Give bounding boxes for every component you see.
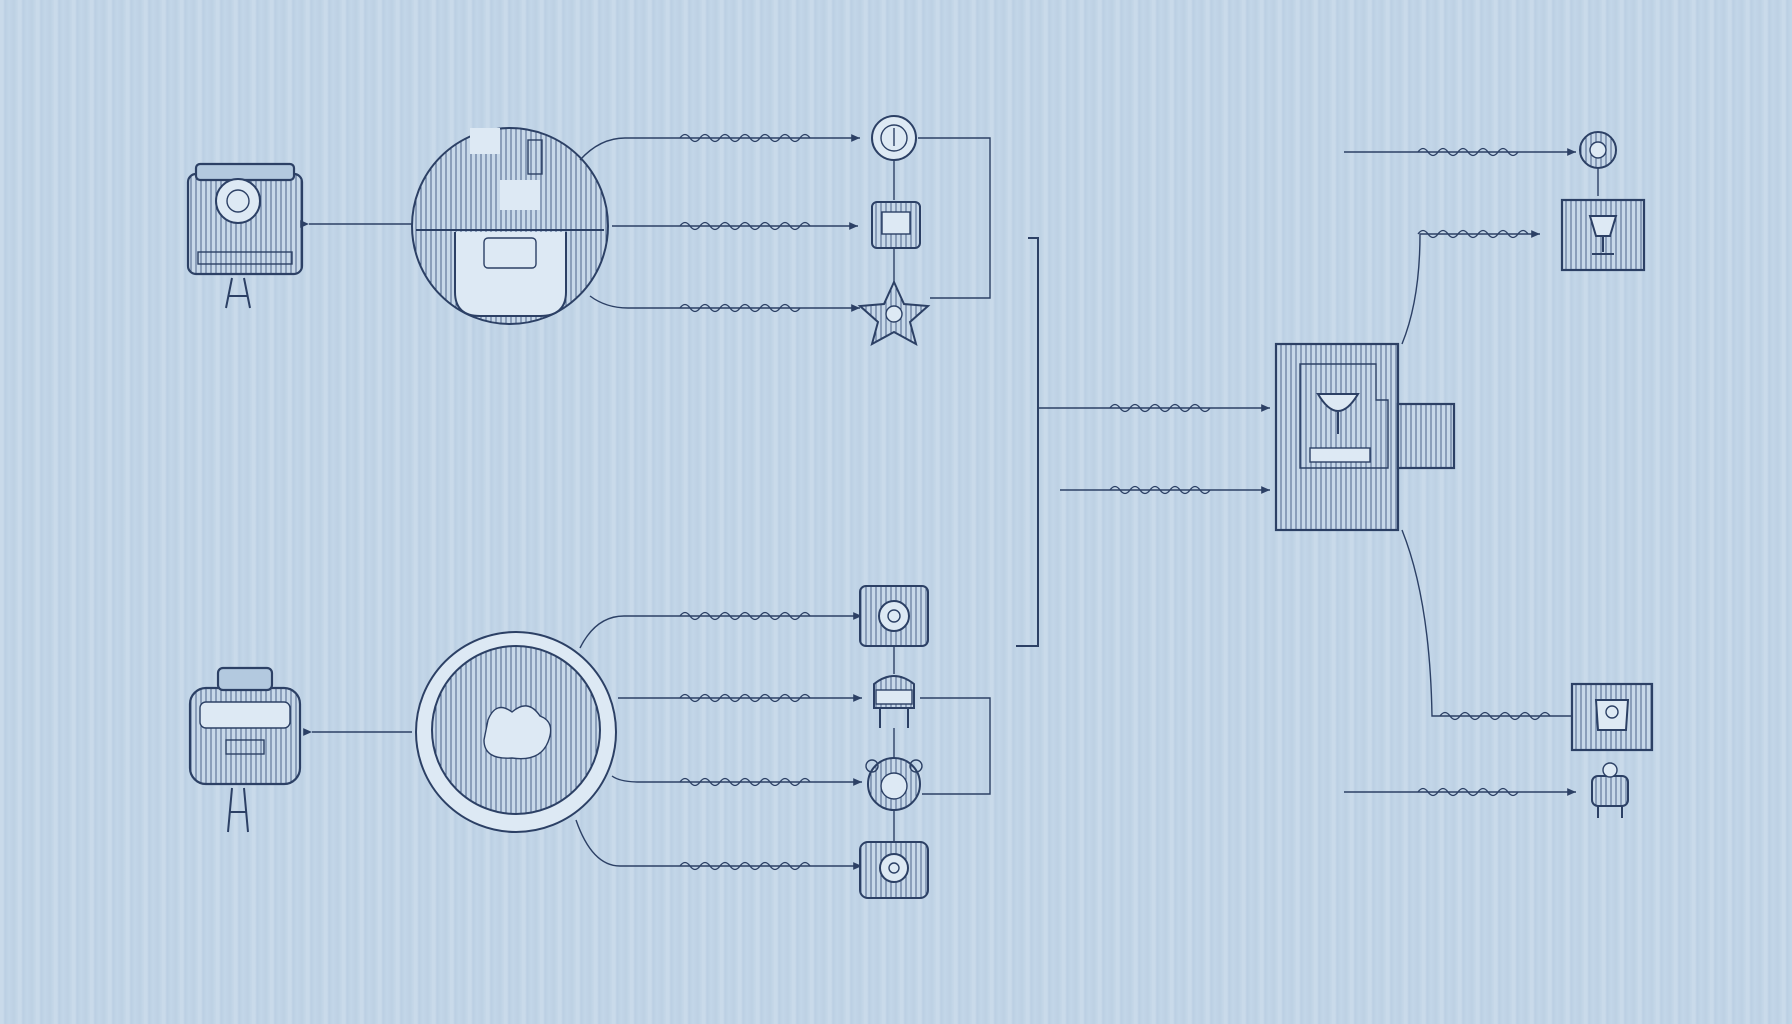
dial-gauge-icon bbox=[871, 115, 917, 161]
portrait-frame-icon bbox=[1570, 682, 1654, 752]
machine-unit-icon bbox=[188, 666, 302, 833]
bottom-left-cluster bbox=[188, 585, 991, 899]
squiggle-connector bbox=[1109, 403, 1211, 495]
central-building-icon bbox=[1274, 342, 1456, 532]
printer-icon bbox=[871, 201, 921, 249]
ring-hub-icon bbox=[415, 631, 617, 833]
squiggle-connector bbox=[679, 611, 811, 871]
right-cluster bbox=[1274, 131, 1654, 818]
gear-box-icon bbox=[859, 841, 929, 899]
robot-icon bbox=[873, 675, 915, 728]
center-bracket bbox=[1016, 237, 1270, 647]
trophy-frame-icon bbox=[1560, 198, 1646, 272]
top-left-cluster bbox=[186, 115, 991, 347]
circular-hub-icon bbox=[411, 127, 609, 325]
monitor-device-icon bbox=[186, 162, 304, 309]
lion-head-icon bbox=[865, 757, 923, 811]
gear-box-icon bbox=[859, 585, 929, 647]
star-badge-icon bbox=[857, 279, 931, 347]
squiggle-connector bbox=[1417, 147, 1551, 797]
squiggle-connector bbox=[679, 133, 811, 313]
small-robot-icon bbox=[1591, 762, 1629, 818]
badge-medallion-icon bbox=[1579, 131, 1617, 169]
